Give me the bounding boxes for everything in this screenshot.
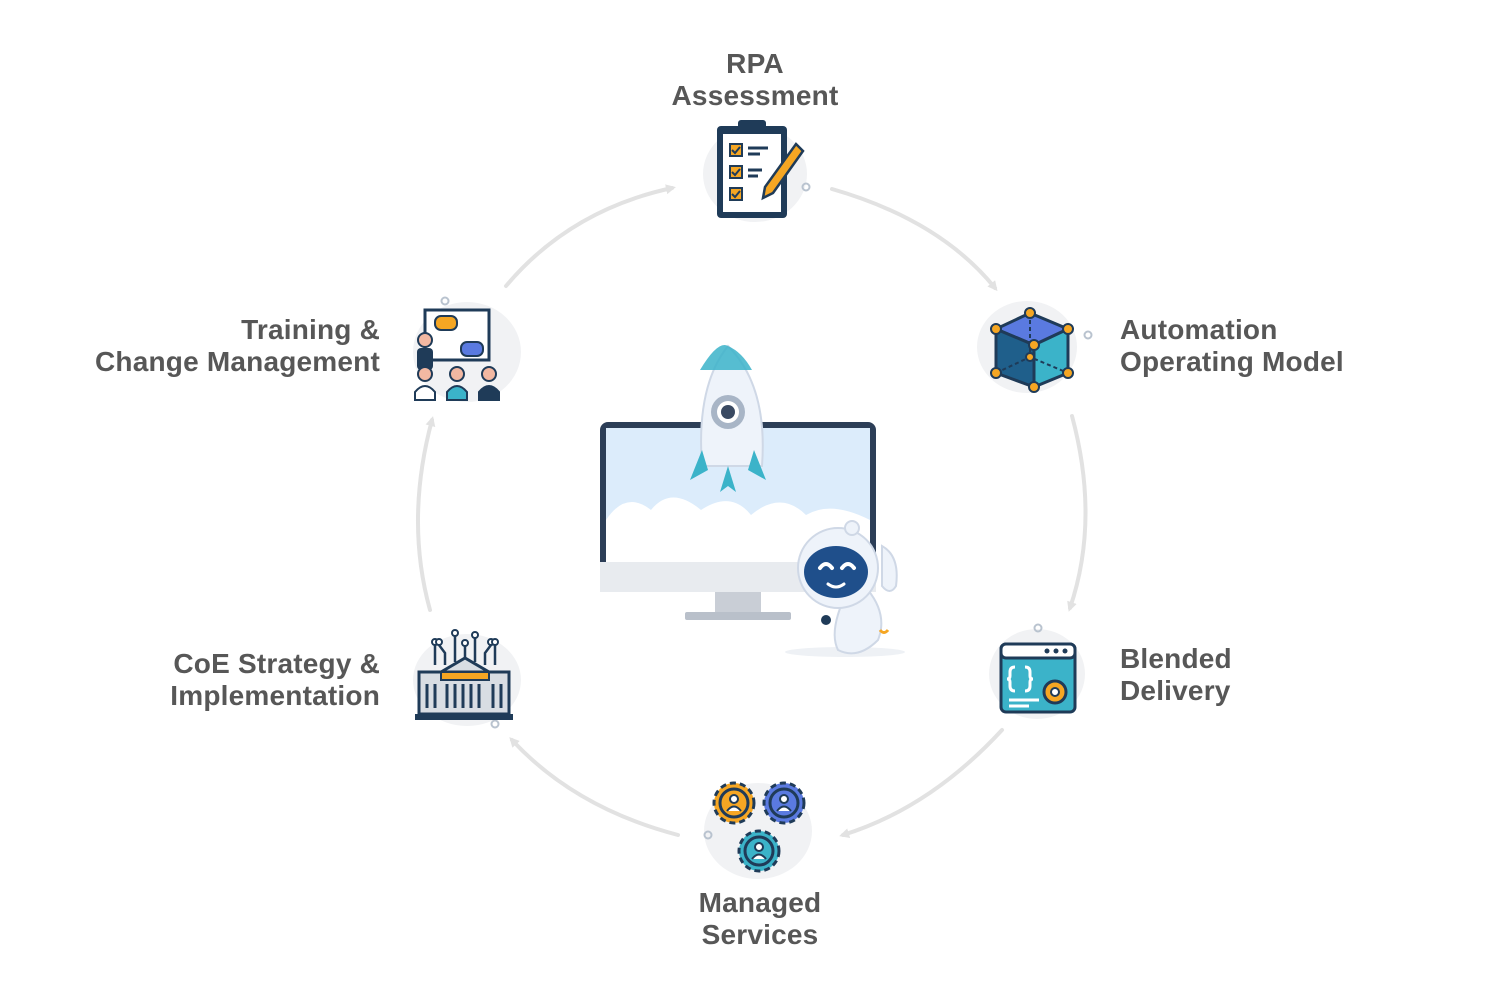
label-line-1: Managed [698, 887, 822, 918]
label-line-1: Blended [1120, 643, 1232, 674]
rocket-monitor-illustration [590, 340, 930, 670]
label-line-1: CoE Strategy & [173, 648, 380, 679]
label-line-1: RPA [726, 48, 784, 79]
step-training-label: Training & Change Management [60, 314, 380, 378]
robot-mascot [785, 520, 905, 657]
label-line-2: Delivery [1120, 675, 1231, 706]
institution-circuit-icon [405, 620, 525, 730]
arrow-managed-to-coe [509, 737, 680, 837]
step-blended-delivery-label: Blended Delivery [1120, 643, 1320, 707]
clipboard-checklist-icon [700, 112, 820, 227]
code-window-gear-icon [985, 622, 1095, 722]
step-automation-operating-model-label: Automation Operating Model [1120, 314, 1380, 378]
arrow-training-to-rpa [504, 184, 676, 288]
arrow-blended-to-managed [839, 728, 1004, 838]
label-line-1: Training & [241, 314, 380, 345]
arrow-automation-to-blended [1067, 414, 1088, 612]
label-line-2: Change Management [95, 346, 380, 377]
people-gears-icon [700, 775, 820, 885]
label-line-2: Operating Model [1120, 346, 1344, 377]
step-managed-services-label: Managed Services [660, 887, 860, 951]
step-coe-strategy-label: CoE Strategy & Implementation [90, 648, 380, 712]
arrow-rpa-to-automation [830, 187, 998, 292]
cube-network-icon [972, 295, 1097, 405]
step-rpa-assessment-label: RPA Assessment [655, 48, 855, 112]
label-line-2: Services [701, 919, 819, 950]
arrow-coe-to-training [416, 416, 436, 612]
label-line-1: Automation [1120, 314, 1278, 345]
label-line-2: Implementation [170, 680, 380, 711]
presentation-audience-icon [405, 292, 525, 407]
label-line-2: Assessment [671, 80, 839, 111]
